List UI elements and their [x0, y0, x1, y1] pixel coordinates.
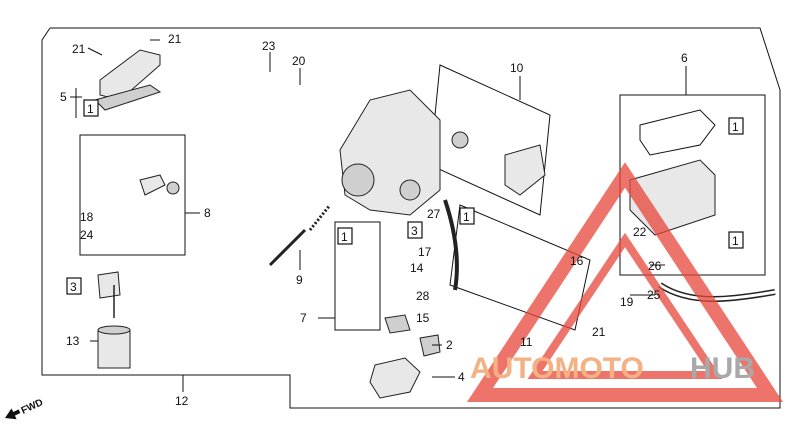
- callout-8: 8: [204, 206, 211, 220]
- callout-28: 28: [416, 289, 430, 303]
- group-6-frame: [619, 94, 766, 276]
- callout-3a: 3: [407, 221, 423, 239]
- carb-outlet-bore: [399, 179, 421, 201]
- callout-1b: 1: [728, 117, 744, 135]
- callout-15: 15: [416, 311, 430, 325]
- callout-22: 22: [633, 225, 647, 239]
- pump-cover: [504, 144, 546, 196]
- callout-4: 4: [458, 370, 465, 384]
- svg-text:1: 1: [463, 210, 470, 224]
- leader-lines: [70, 39, 687, 392]
- callout-27: 27: [427, 207, 441, 221]
- callout-21c: 21: [592, 325, 606, 339]
- svg-text:1: 1: [87, 102, 94, 116]
- watermark-triangle: [467, 162, 783, 402]
- callout-18: 18: [80, 210, 94, 224]
- top-cover-part: [99, 49, 161, 101]
- callout-23: 23: [262, 39, 276, 53]
- fwd-label: FWD: [20, 397, 45, 417]
- callout-21a: 21: [72, 42, 86, 56]
- svg-text:1: 1: [732, 234, 739, 248]
- callout-2: 2: [446, 338, 453, 352]
- outer-frame: [41, 27, 781, 409]
- watermark-text-main: AUTOMOTO: [470, 352, 644, 385]
- vent-hose: [443, 199, 459, 291]
- group-8-frame: [79, 134, 186, 256]
- carb-intake-bore: [341, 163, 375, 197]
- svg-text:3: 3: [70, 280, 77, 294]
- callout-7: 7: [300, 311, 307, 325]
- jet-needle-holder: [97, 271, 121, 299]
- callout-1d: 1: [337, 227, 353, 245]
- callout-1e: 1: [728, 231, 744, 249]
- callout-16: 16: [570, 254, 584, 268]
- callout-25: 25: [647, 288, 661, 302]
- throttle-lever: [139, 174, 166, 196]
- callout-12: 12: [175, 394, 189, 408]
- spring-part: [308, 204, 332, 231]
- svg-text:1: 1: [732, 120, 739, 134]
- callout-14: 14: [410, 261, 424, 275]
- callout-6: 6: [681, 51, 688, 65]
- group-11-frame: [449, 204, 591, 331]
- long-screw: [268, 228, 307, 267]
- carburetor-body: [339, 89, 441, 216]
- fwd-indicator: FWD: [5, 397, 45, 420]
- svg-text:3: 3: [411, 224, 418, 238]
- float-chamber-gasket: [639, 109, 716, 156]
- float-part: [369, 357, 421, 399]
- group-7-frame: [334, 221, 381, 331]
- callout-13: 13: [66, 334, 80, 348]
- cover-gasket-part: [94, 84, 162, 111]
- slide-cylinder: [97, 329, 131, 369]
- callout-1c: 1: [459, 207, 475, 225]
- callout-5: 5: [60, 90, 67, 104]
- callout-1a: 1: [83, 99, 99, 117]
- float-valve: [419, 334, 441, 357]
- callout-19: 19: [620, 295, 634, 309]
- pump-diaphragm: [451, 131, 469, 149]
- group-10-frame: [429, 64, 551, 216]
- slide-top: [97, 325, 131, 335]
- jet-part: [384, 314, 411, 334]
- svg-text:1: 1: [341, 230, 348, 244]
- callout-3b: 3: [66, 277, 82, 295]
- callout-26: 26: [648, 259, 662, 273]
- fwd-arrow-icon: [5, 408, 21, 420]
- callout-24: 24: [80, 228, 94, 242]
- callout-17: 17: [418, 245, 432, 259]
- throttle-washer: [166, 181, 180, 195]
- callout-20: 20: [292, 54, 306, 68]
- watermark-text-accent: HUB: [690, 352, 755, 385]
- callout-10: 10: [510, 61, 524, 75]
- callout-21b: 21: [168, 32, 182, 46]
- callout-11: 11: [520, 335, 533, 349]
- callout-9: 9: [296, 273, 303, 287]
